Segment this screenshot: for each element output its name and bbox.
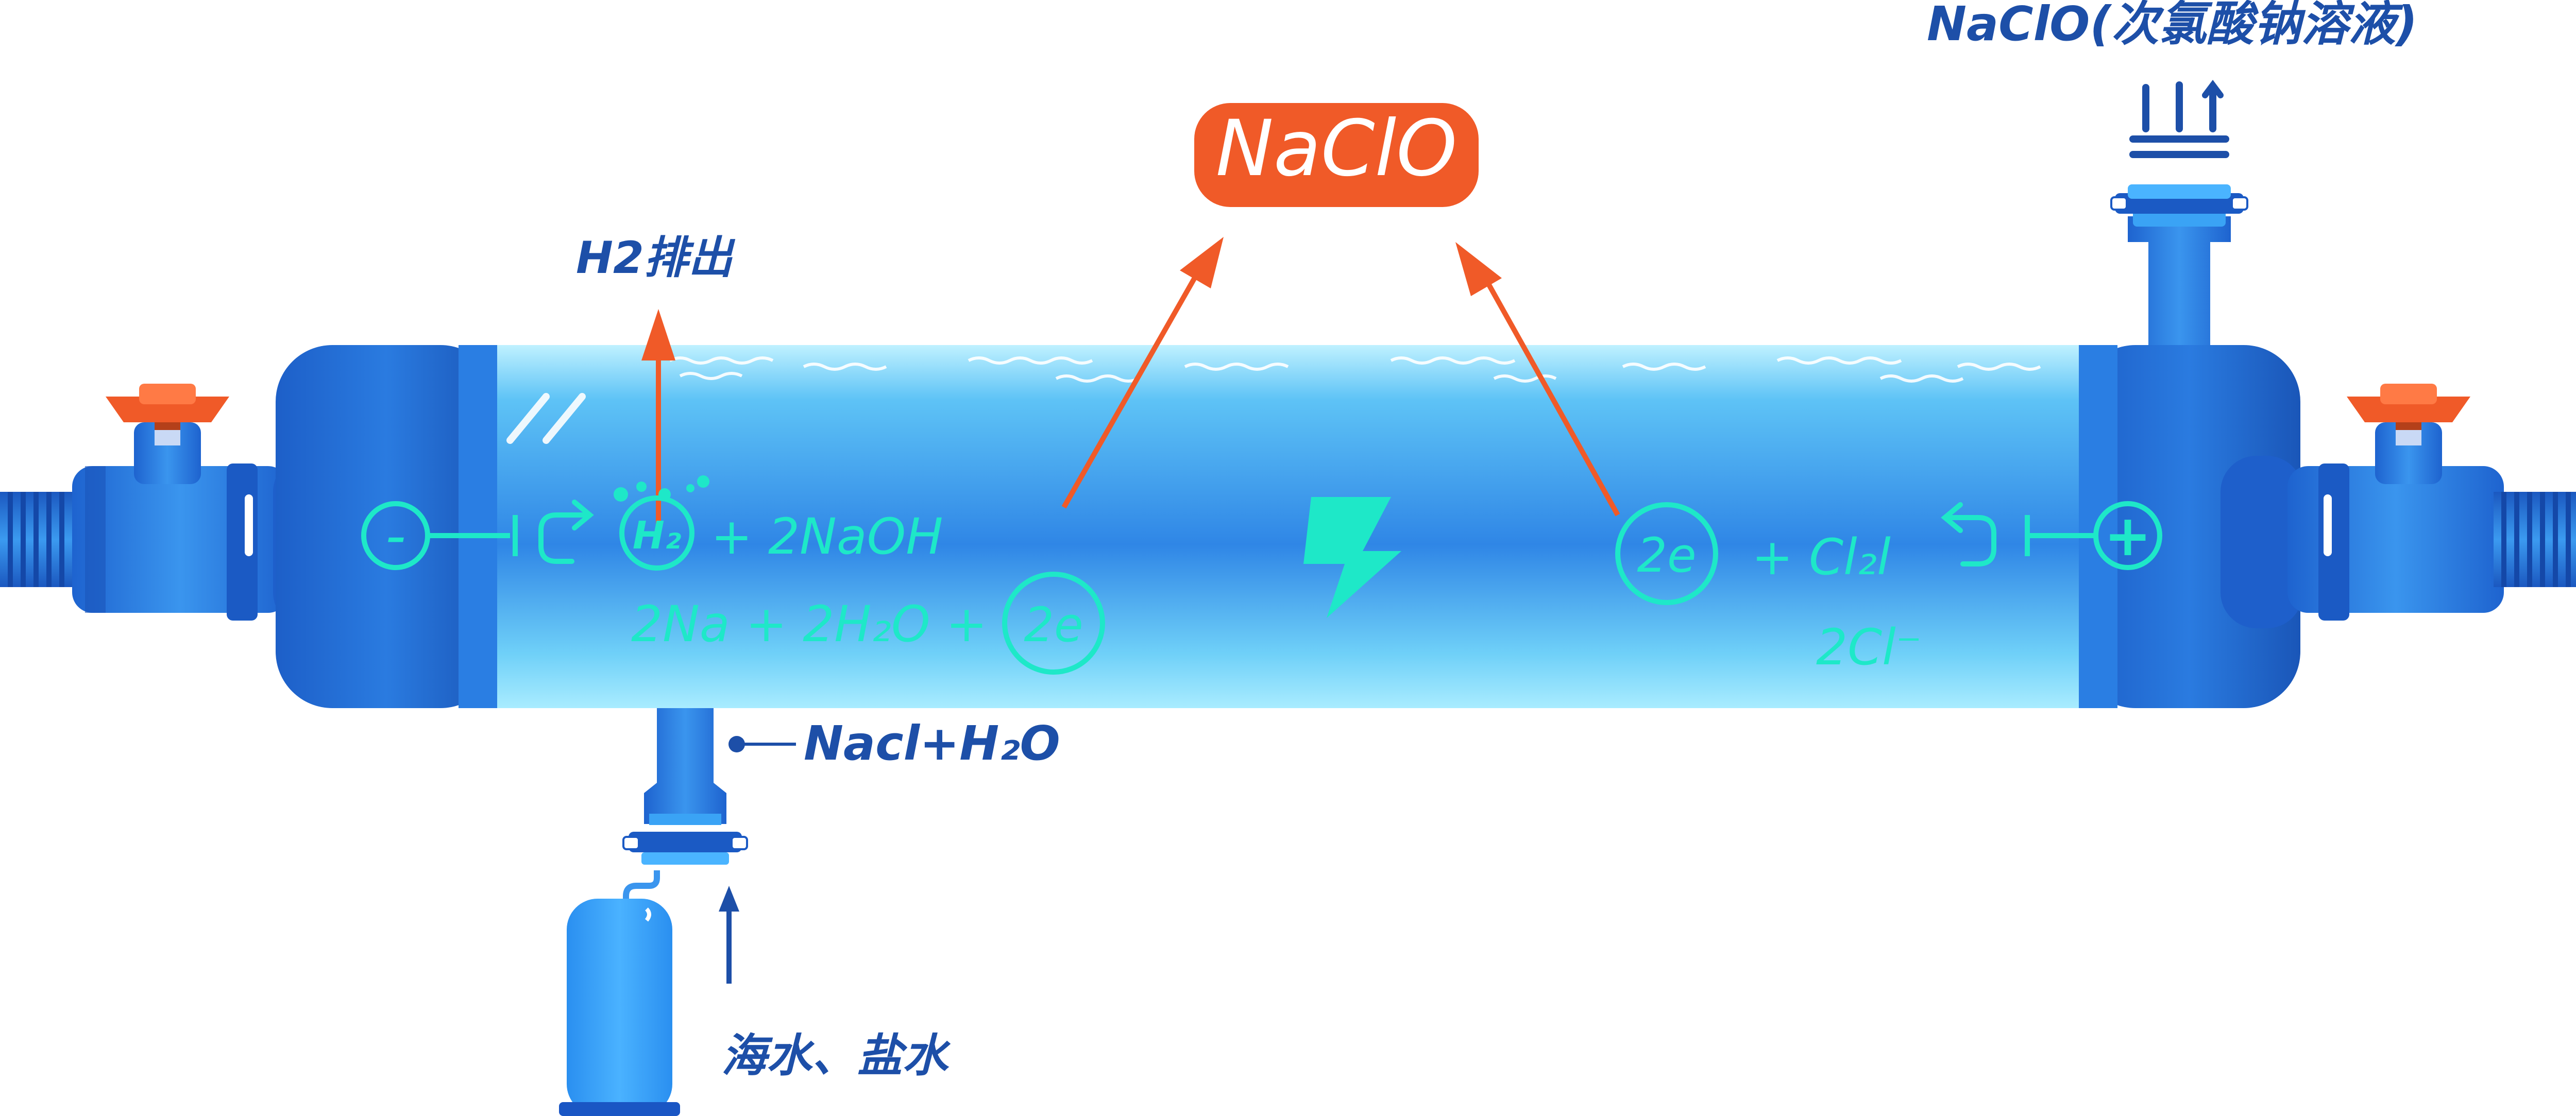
inlet-pipe bbox=[622, 708, 748, 865]
glass-glint bbox=[506, 393, 586, 444]
outlet-pipe bbox=[2110, 184, 2248, 345]
valve-handle-icon bbox=[106, 384, 229, 445]
product-badge: NaClO bbox=[1194, 103, 1479, 207]
brine-tank bbox=[559, 899, 680, 1116]
inlet-source-label: 海水、盐水 bbox=[721, 1029, 951, 1082]
feed-line bbox=[623, 870, 660, 906]
lightning-bolt-icon bbox=[1303, 497, 1401, 618]
h2-molecule-circle bbox=[619, 495, 694, 571]
inlet-arrow bbox=[719, 886, 739, 984]
product-arrow-right bbox=[1455, 242, 1620, 517]
inlet-formula-label: Nacl+H₂O bbox=[804, 716, 1060, 771]
right-valve bbox=[2221, 384, 2504, 628]
cathode-sign: - bbox=[385, 503, 406, 569]
left-end-cap bbox=[276, 345, 497, 708]
h2-exhaust-label: H2排出 bbox=[576, 232, 736, 284]
left-hose bbox=[0, 492, 82, 587]
cathode-gas: H₂ bbox=[633, 513, 681, 558]
cathode-product: + 2NaOH bbox=[711, 508, 943, 565]
cycle-arrow-icon bbox=[538, 500, 594, 564]
water-ripples bbox=[669, 356, 2041, 383]
cathode-terminal: - bbox=[361, 501, 518, 570]
anode-product: + Cl₂l bbox=[1752, 528, 1891, 586]
bubbles-icon bbox=[614, 475, 709, 502]
right-hose bbox=[2494, 492, 2576, 587]
anode-sign: + bbox=[2104, 503, 2151, 569]
cathode-electrons: 2e bbox=[1024, 597, 1083, 653]
anode-electron-circle bbox=[1615, 502, 1718, 605]
outflow-arrows-icon bbox=[2129, 80, 2229, 158]
electrolyte-tube bbox=[464, 345, 2112, 708]
valve-handle-icon bbox=[2347, 384, 2470, 445]
inlet-pointer bbox=[728, 736, 796, 752]
anode-reaction: 2Cl⁻ bbox=[1816, 619, 1922, 676]
product-badge-text: NaClO bbox=[1216, 104, 1458, 194]
cathode-electron-circle bbox=[1002, 572, 1105, 675]
cathode-reaction: 2Na + 2H₂O + bbox=[631, 595, 987, 653]
product-outlet-label: NaClO(次氯酸钠溶液) bbox=[1927, 0, 2417, 51]
anode-electrons: 2e bbox=[1637, 528, 1696, 583]
anode-terminal: + bbox=[2025, 501, 2162, 570]
product-arrow-left bbox=[1061, 237, 1224, 509]
cycle-arrow-icon bbox=[1941, 502, 1996, 566]
